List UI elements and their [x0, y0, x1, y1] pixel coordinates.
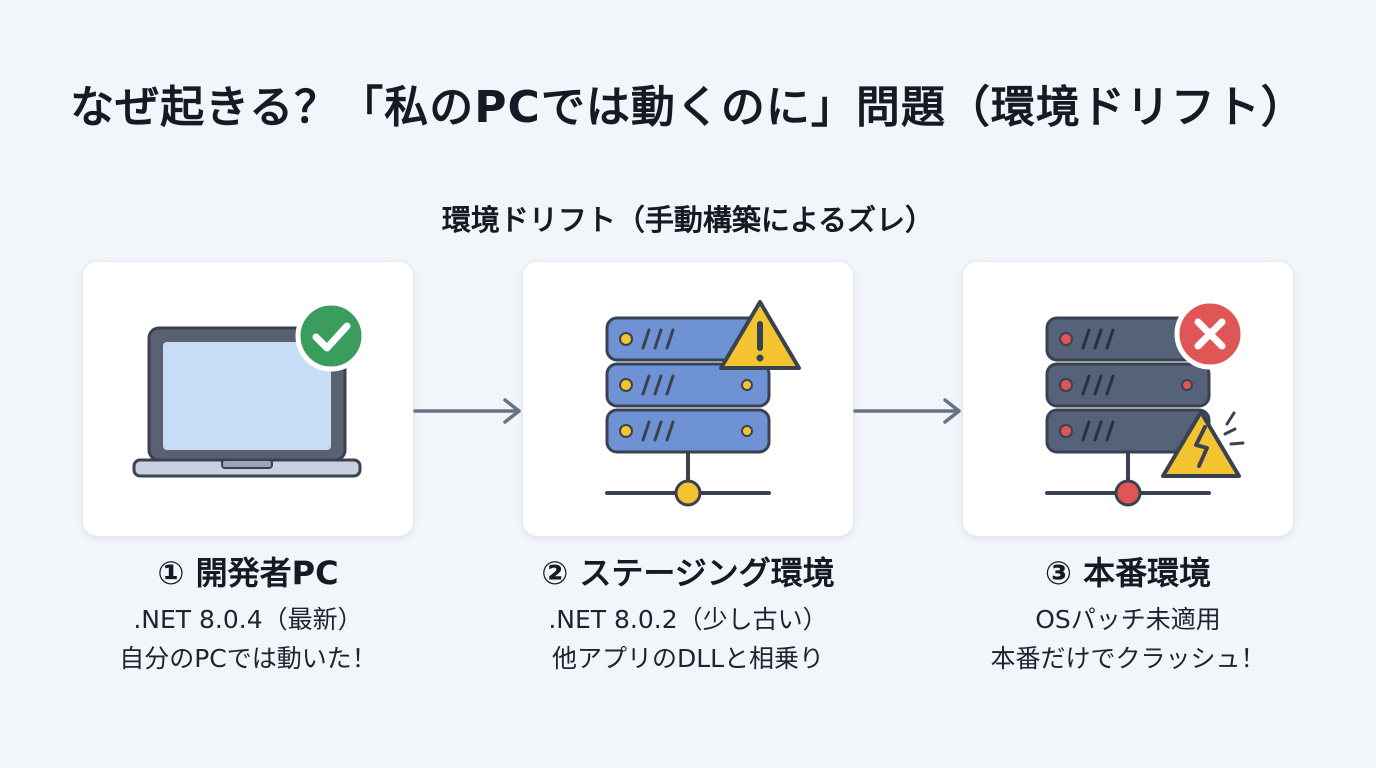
stage-version-text: OSパッチ未適用	[1035, 605, 1221, 634]
arrow-right-icon	[413, 398, 521, 424]
warning-icon	[719, 300, 801, 370]
stage-label-production: ③ 本番環境 OSパッチ未適用 本番だけでクラッシュ！	[948, 550, 1308, 678]
stage-note-text: 他アプリのDLLと相乗り	[551, 644, 825, 673]
page-title: なぜ起きる？「私のPCでは動くのに」問題（環境ドリフト）	[70, 82, 1306, 133]
diagram-subtitle: 環境ドリフト（手動構築によるズレ）	[441, 203, 935, 237]
stage-label-developer-pc: ① 開発者PC .NET 8.0.4（最新） 自分のPCでは動いた！	[68, 550, 428, 678]
stage-note-text: 自分のPCでは動いた！	[119, 644, 377, 673]
stage-note-text: 本番だけでクラッシュ！	[990, 644, 1266, 673]
laptop-icon	[132, 326, 362, 478]
check-icon	[295, 300, 367, 372]
stage-heading: ② ステージング環境	[541, 554, 835, 592]
stage-label-staging: ② ステージング環境 .NET 8.0.2（少し古い） 他アプリのDLLと相乗り	[508, 550, 868, 678]
stage-card-staging	[523, 262, 853, 536]
error-icon	[1174, 298, 1246, 370]
stage-version-text: .NET 8.0.2（少し古い）	[548, 605, 828, 634]
stage-heading: ① 開発者PC	[157, 554, 339, 592]
server-icon	[1045, 316, 1211, 507]
warning-icon	[1161, 410, 1245, 478]
stage-version-text: .NET 8.0.4（最新）	[133, 605, 363, 634]
arrow-right-icon	[853, 398, 961, 424]
stage-heading: ③ 本番環境	[1044, 554, 1212, 592]
stage-card-production	[963, 262, 1293, 536]
stage-card-developer-pc	[83, 262, 413, 536]
